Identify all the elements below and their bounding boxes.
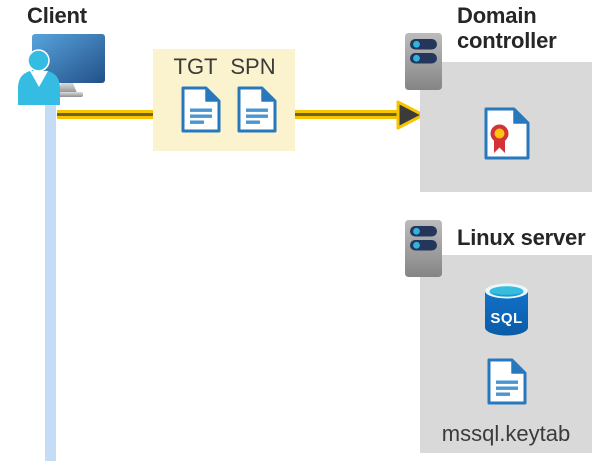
client-label: Client — [27, 3, 87, 28]
linux-server-label: Linux server — [457, 225, 586, 250]
sql-database-label: SQL — [490, 310, 522, 327]
domain-controller-server-icon — [405, 33, 442, 90]
person-at-monitor-icon — [18, 34, 105, 105]
domain-controller-label: Domain controller — [457, 3, 557, 53]
tgt-document-icon — [181, 86, 221, 133]
sql-database-icon: SQL — [485, 283, 528, 336]
arrow-right-icon — [396, 100, 425, 130]
client-connection-line — [45, 90, 56, 461]
tgt-label: TGT — [173, 54, 218, 79]
person-icon — [18, 49, 60, 105]
spn-label: SPN — [230, 54, 276, 79]
keytab-label: mssql.keytab — [441, 421, 571, 446]
spn-document-icon — [237, 86, 277, 133]
keytab-document-icon — [487, 358, 527, 405]
certificate-icon — [484, 107, 530, 160]
linux-server-server-icon — [405, 220, 442, 277]
